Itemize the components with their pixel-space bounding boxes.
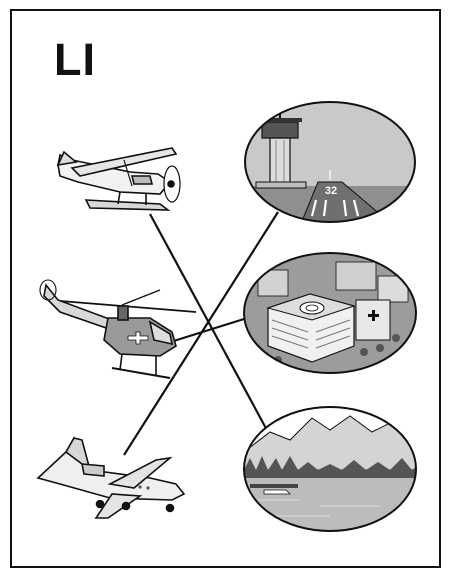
helicopter-icon[interactable] [40,280,196,378]
hospital-helipad-icon[interactable] [240,250,420,380]
business-jet-icon[interactable] [38,438,184,518]
runway-number: 32 [325,185,337,197]
seaplane-icon[interactable] [58,148,180,210]
mountain-lake-icon[interactable] [240,404,422,538]
match-line-helicopter-hospital [164,319,244,344]
airport-runway-icon[interactable]: 32 [240,100,420,236]
